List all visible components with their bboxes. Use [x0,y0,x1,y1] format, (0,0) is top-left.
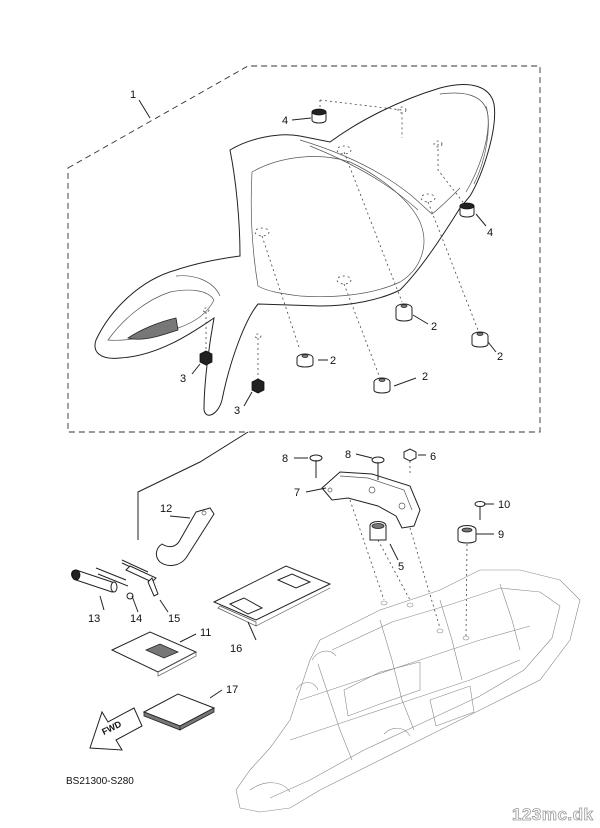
callout-8b: 8 [345,449,351,461]
callout-3a: 3 [180,373,186,385]
callout-9: 9 [498,529,504,541]
callout-14: 14 [130,613,142,625]
callout-4b: 4 [487,227,493,239]
damper-2a [296,353,314,368]
damper-4-parts [311,108,475,218]
damper-2b [395,303,413,322]
callout-6: 6 [430,451,436,463]
callout-3b: 3 [234,405,240,417]
callout-2b: 2 [431,321,437,333]
callout-15: 15 [168,613,180,625]
callout-7: 7 [294,487,300,499]
callout-2c: 2 [422,371,428,383]
damper-2c [373,377,391,394]
callout-17: 17 [226,684,238,696]
callout-12: 12 [160,503,172,515]
damper-2d [471,331,489,348]
frame [235,569,581,813]
callout-2d: 2 [497,351,503,363]
manual-16 [212,565,332,641]
tool-15 [125,565,169,613]
drawing-code: BS21300-S280 [66,776,134,787]
card-11 [110,631,198,677]
bolt-8a [309,454,323,478]
seat [94,84,496,416]
seat-assembly-boundary [67,65,541,433]
bolt-8b [371,456,385,480]
callout-11: 11 [200,627,211,639]
damper-parts [296,303,489,394]
watermark: 123mc.dk [512,805,594,824]
booklet-17 [142,689,223,731]
callout-4a: 4 [282,115,288,127]
forward-arrow-icon: FWD [89,707,143,751]
nut-parts [199,350,265,394]
callout-1: 1 [130,89,136,101]
callout-2a: 2 [330,355,336,367]
callouts: 1 4 4 2 2 2 2 3 3 8 8 6 7 10 12 9 5 13 1… [88,89,510,696]
bracket-assembly [294,448,494,637]
callout-16: 16 [230,643,242,655]
callout-13: 13 [88,613,100,625]
leader-lines [137,99,497,540]
tool-13 [71,567,134,611]
callout-10: 10 [498,499,510,511]
callout-8a: 8 [282,453,288,465]
mounting-guides [205,99,479,380]
callout-5: 5 [398,561,404,573]
holder-12 [155,507,215,566]
